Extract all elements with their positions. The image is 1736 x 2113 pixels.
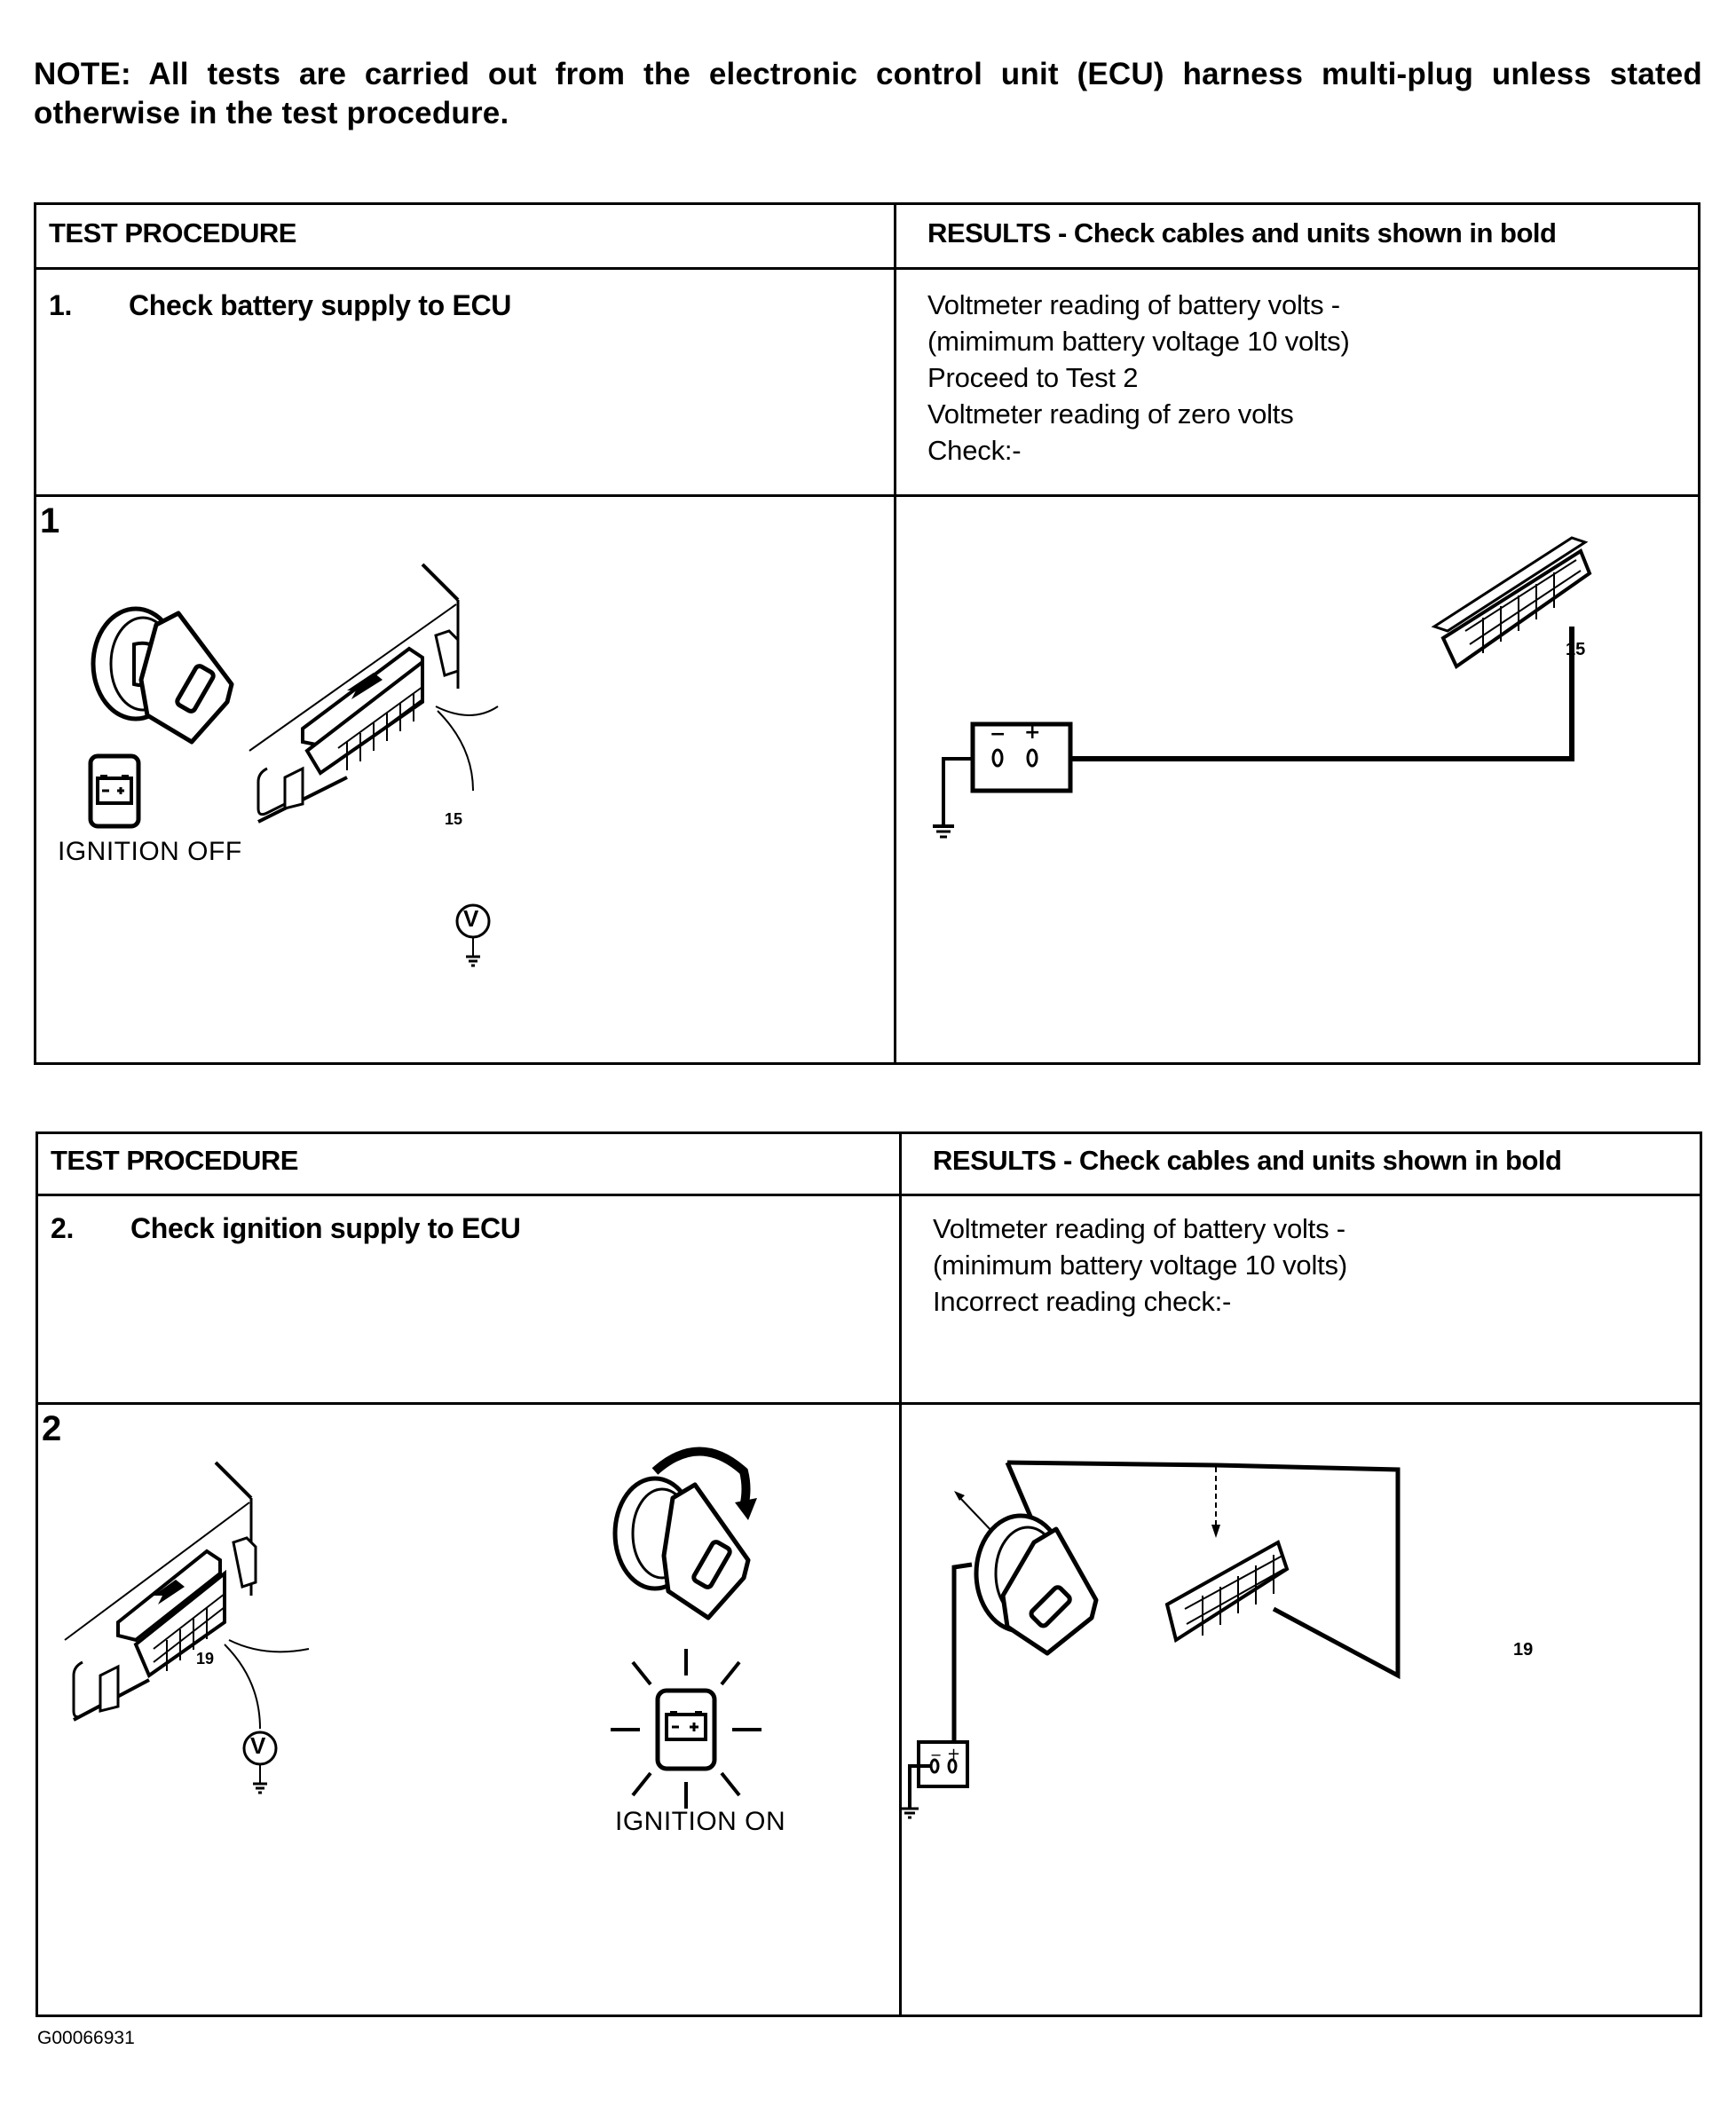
- step-label: Check battery supply to ECU: [129, 289, 512, 321]
- voltmeter-label: V: [463, 905, 479, 932]
- test-table-2: TEST PROCEDURE RESULTS - Check cables an…: [36, 1131, 1702, 2017]
- header-test-procedure: TEST PROCEDURE: [51, 1145, 298, 1176]
- header-results: RESULTS - Check cables and units shown i…: [933, 1145, 1562, 1176]
- pin-number-label: 15: [1566, 640, 1586, 659]
- battery-minus-label: −: [930, 1746, 943, 1763]
- wiring-diagram: [933, 536, 1592, 839]
- battery-plus-label: +: [947, 1745, 961, 1763]
- results-text: Voltmeter reading of battery volts - (mi…: [933, 1210, 1347, 1320]
- result-line: Voltmeter reading of zero volts: [927, 398, 1294, 430]
- pin-number-label: 15: [445, 810, 463, 828]
- figure-id: G00066931: [37, 2028, 135, 2048]
- wiring-diagram: [901, 1460, 1401, 1819]
- figure-number: 2: [42, 1409, 62, 1448]
- voltmeter-label: V: [250, 1732, 266, 1759]
- test-table-1: TEST PROCEDURE RESULTS - Check cables an…: [34, 202, 1700, 1065]
- column-divider: [899, 1134, 902, 2014]
- voltmeter-icon: [242, 1731, 278, 1794]
- pin-number-label: 19: [196, 1650, 215, 1668]
- step-title: 2. Check ignition supply to ECU: [51, 1212, 521, 1245]
- note-text: NOTE: All tests are carried out from the…: [34, 57, 1702, 130]
- result-line: (minimum battery voltage 10 volts): [933, 1250, 1347, 1281]
- ecu-connector-illustration: [64, 1461, 310, 1730]
- row-divider: [36, 267, 1698, 270]
- battery-plus-label: +: [1024, 721, 1041, 744]
- ignition-status-caption: IGNITION OFF: [58, 837, 242, 866]
- header-results: RESULTS - Check cables and units shown i…: [927, 217, 1557, 248]
- ecu-connector-illustration: [249, 563, 499, 824]
- row-divider: [38, 1402, 1700, 1405]
- step-title: 1. Check battery supply to ECU: [49, 289, 511, 322]
- result-line: (mimimum battery voltage 10 volts): [927, 326, 1350, 357]
- result-line: Incorrect reading check:-: [933, 1286, 1232, 1317]
- ignition-key-icon: [91, 606, 234, 745]
- header-test-procedure: TEST PROCEDURE: [49, 217, 296, 248]
- result-line: Check:-: [927, 435, 1022, 466]
- ignition-key-turning-icon: [612, 1447, 757, 1620]
- results-text: Voltmeter reading of battery volts - (mi…: [927, 287, 1350, 469]
- column-divider: [894, 205, 896, 1062]
- battery-warning-light-on-icon: [611, 1649, 761, 1809]
- result-line: Voltmeter reading of battery volts -: [933, 1213, 1345, 1244]
- figure-number: 1: [40, 501, 60, 540]
- row-divider: [38, 1194, 1700, 1196]
- row-divider: [36, 494, 1698, 497]
- pin-number-label: 19: [1513, 1640, 1534, 1660]
- step-number: 2.: [51, 1212, 75, 1244]
- ignition-status-caption: IGNITION ON: [615, 1807, 786, 1836]
- result-line: Proceed to Test 2: [927, 362, 1139, 393]
- step-number: 1.: [49, 289, 73, 321]
- step-label: Check ignition supply to ECU: [130, 1212, 521, 1244]
- result-line: Voltmeter reading of battery volts -: [927, 289, 1340, 320]
- battery-minus-label: −: [990, 723, 1006, 745]
- voltmeter-icon: [455, 903, 491, 967]
- battery-warning-icon: [88, 753, 141, 829]
